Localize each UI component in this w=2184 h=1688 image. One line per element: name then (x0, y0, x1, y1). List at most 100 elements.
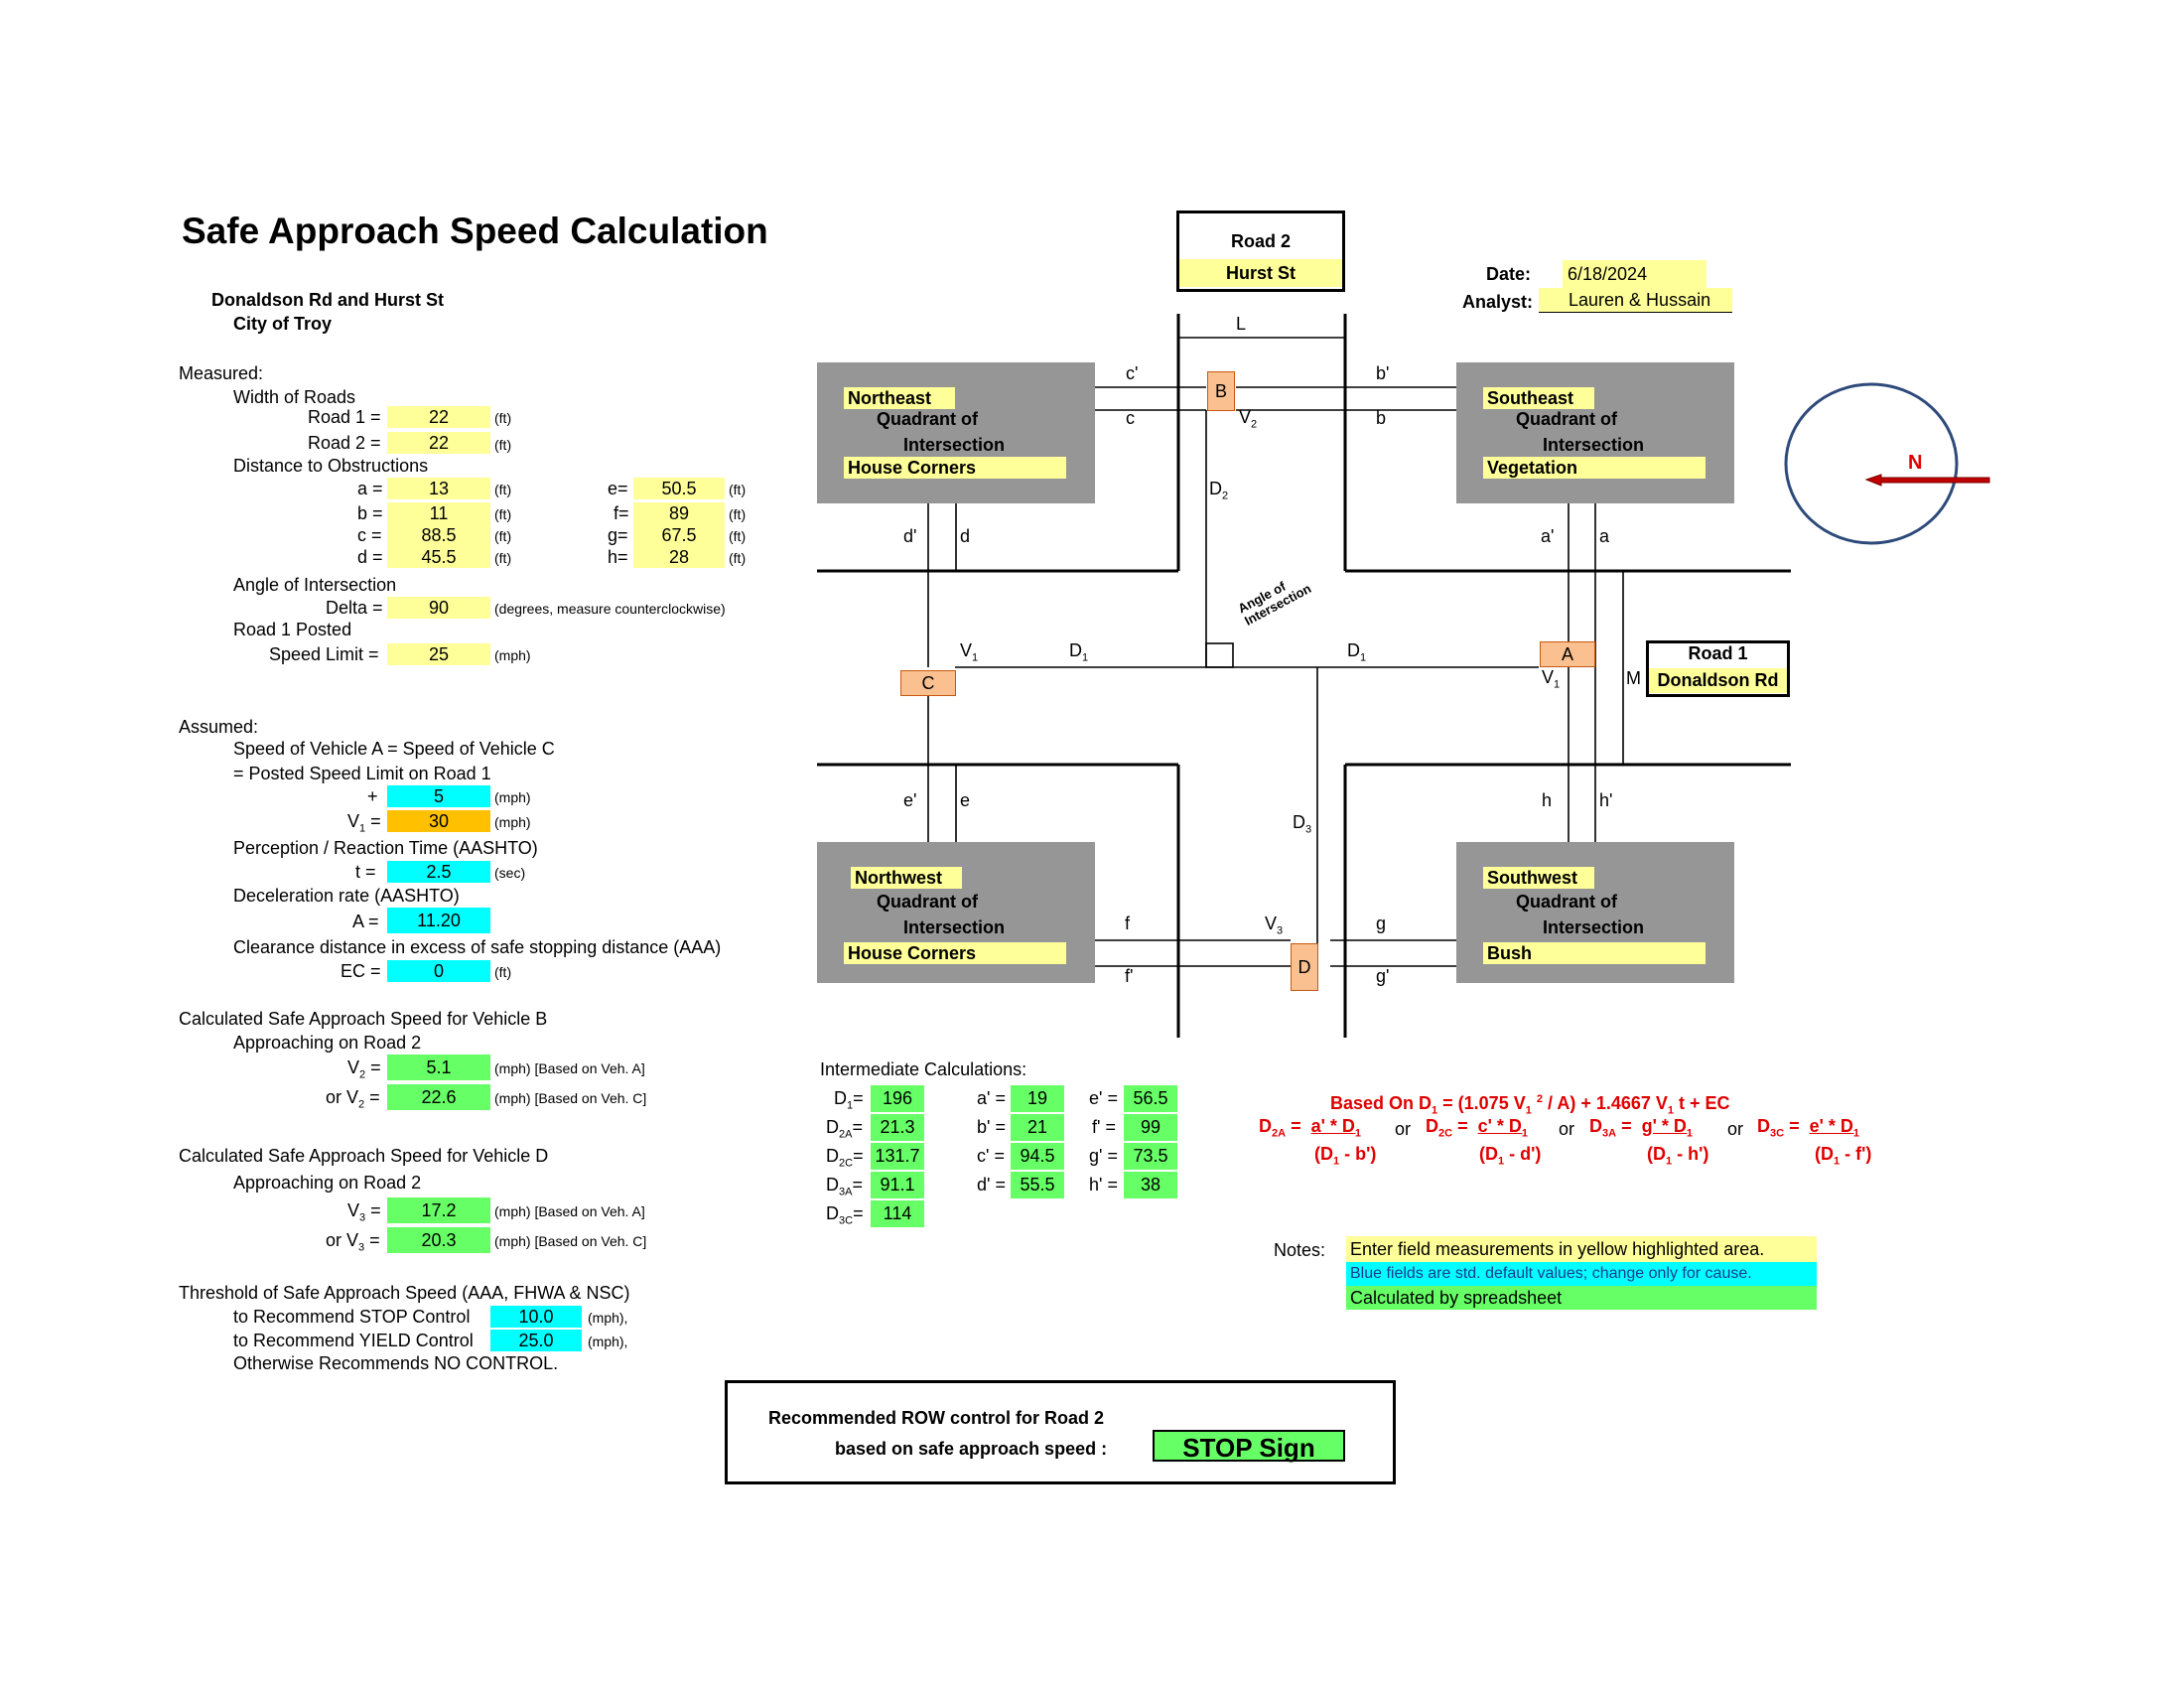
d-prime-label: d' = (977, 1175, 1006, 1195)
prt-heading: Perception / Reaction Time (AASHTO) (233, 838, 538, 858)
d-label: d = (357, 547, 383, 567)
v3a-label: V3 = (347, 1200, 381, 1224)
otherwise-note: Otherwise Recommends NO CONTROL. (233, 1353, 559, 1373)
b-prime-label: b' = (977, 1117, 1006, 1137)
measured-heading: Measured: (179, 363, 264, 383)
se-line3: Intersection (1543, 435, 1645, 455)
label-g: g (1376, 914, 1387, 933)
v1-field: 30 (387, 810, 490, 832)
ft-unit: (ft) (494, 528, 512, 544)
c-label: c = (357, 525, 382, 545)
date-label: Date: (1486, 264, 1532, 284)
ft-unit: (ft) (729, 506, 747, 522)
nw-line3: Intersection (903, 917, 1006, 937)
t-field[interactable]: 2.5 (387, 861, 490, 883)
sw-line3: Intersection (1543, 917, 1645, 937)
d3c-label: D3C= (826, 1203, 864, 1227)
ft-unit: (ft) (494, 964, 512, 980)
vehicle-d-marker: D (1291, 943, 1318, 991)
a-prime-label: a' = (977, 1088, 1006, 1108)
ne-name: Northeast (844, 387, 955, 409)
ft-unit: (ft) (494, 482, 512, 497)
e-label: e= (608, 479, 628, 498)
ec-label: EC = (341, 961, 381, 981)
ne-obstruction: House Corners (844, 457, 1066, 479)
vehicle-a-marker: A (1540, 641, 1595, 667)
decel-field[interactable]: 11.20 (387, 908, 490, 933)
f-label: f= (614, 503, 629, 523)
label-c-prime: c' (1126, 363, 1139, 383)
se-line2: Quadrant of (1516, 409, 1617, 429)
label-f-prime: f' (1125, 966, 1134, 986)
clearance-heading: Clearance distance in excess of safe sto… (233, 937, 722, 957)
ec-field[interactable]: 0 (387, 960, 490, 982)
label-v2: V2 (1239, 407, 1258, 431)
v3a-field: 17.2 (387, 1197, 490, 1223)
recommendation-line2: based on safe approach speed : (835, 1439, 1108, 1459)
label-h-prime: h' (1599, 790, 1613, 810)
label-L: L (1236, 314, 1247, 334)
h-field[interactable]: 28 (633, 546, 725, 568)
ne-line2: Quadrant of (877, 409, 978, 429)
vehicle-b-marker: B (1207, 371, 1235, 411)
plus-field[interactable]: 5 (387, 785, 490, 807)
label-d2: D2 (1209, 479, 1229, 502)
mph-unit: (mph) (494, 647, 531, 663)
or-text: or (1727, 1119, 1744, 1139)
sw-name: Southwest (1483, 867, 1594, 889)
label-b: b (1376, 408, 1387, 428)
d3a-label: D3A= (826, 1175, 863, 1198)
g-prime-label: g' = (1089, 1146, 1118, 1166)
d2c-label: D2C= (826, 1146, 864, 1170)
posted-heading: Road 1 Posted (233, 620, 352, 639)
d2a-denominator: (D1 - b') (1314, 1144, 1377, 1168)
delta-label: Delta = (326, 598, 383, 618)
v3a-note: (mph) [Based on Veh. A] (494, 1203, 645, 1219)
stop-threshold-field[interactable]: 10.0 (490, 1306, 582, 1328)
ft-unit: (ft) (494, 410, 512, 426)
sw-line2: Quadrant of (1516, 892, 1617, 912)
label-d1-left: D1 (1069, 640, 1089, 664)
d2c-value: 131.7 (871, 1143, 924, 1170)
threshold-heading: Threshold of Safe Approach Speed (AAA, F… (179, 1283, 630, 1303)
v2a-field: 5.1 (387, 1055, 490, 1080)
d3a-value: 91.1 (871, 1172, 924, 1198)
v2c-note: (mph) [Based on Veh. C] (494, 1090, 647, 1106)
g-field[interactable]: 67.5 (633, 524, 725, 546)
t-label: t = (355, 862, 376, 882)
yield-threshold-label: to Recommend YIELD Control (233, 1331, 474, 1350)
e-prime-label: e' = (1089, 1088, 1118, 1108)
road1-width-field[interactable]: 22 (387, 406, 490, 428)
road2-width-label: Road 2 = (308, 433, 381, 453)
speed-limit-field[interactable]: 25 (387, 643, 490, 665)
d2a-value: 21.3 (871, 1114, 924, 1141)
d1-value: 196 (871, 1085, 924, 1112)
d2a-label: D2A= (826, 1117, 863, 1141)
dist-heading: Distance to Obstructions (233, 456, 429, 476)
calc-d-sub: Approaching on Road 2 (233, 1173, 422, 1193)
label-M: M (1626, 668, 1641, 688)
d-field[interactable]: 45.5 (387, 546, 490, 568)
sw-obstruction: Bush (1483, 942, 1706, 964)
label-v1-right: V1 (1542, 667, 1561, 691)
d2c-denominator: (D1 - d') (1479, 1144, 1542, 1168)
label-f: f (1125, 914, 1131, 933)
road2-width-field[interactable]: 22 (387, 432, 490, 454)
b-field[interactable]: 11 (387, 502, 490, 524)
v2c-field: 22.6 (387, 1084, 490, 1110)
assumed-heading: Assumed: (179, 717, 259, 737)
a-field[interactable]: 13 (387, 478, 490, 499)
analyst-field[interactable]: Lauren & Hussain (1539, 288, 1732, 313)
ft-unit: (ft) (729, 550, 747, 566)
label-d1-right: D1 (1347, 640, 1367, 664)
c-field[interactable]: 88.5 (387, 524, 490, 546)
e-field[interactable]: 50.5 (633, 478, 725, 499)
f-prime-value: 99 (1124, 1114, 1177, 1141)
date-field[interactable]: 6/18/2024 (1563, 260, 1706, 288)
delta-field[interactable]: 90 (387, 597, 490, 619)
f-field[interactable]: 89 (633, 502, 725, 524)
label-b-prime: b' (1376, 363, 1390, 383)
delta-unit: (degrees, measure counterclockwise) (494, 601, 726, 617)
notes-label: Notes: (1274, 1240, 1326, 1260)
yield-threshold-field[interactable]: 25.0 (490, 1330, 582, 1351)
